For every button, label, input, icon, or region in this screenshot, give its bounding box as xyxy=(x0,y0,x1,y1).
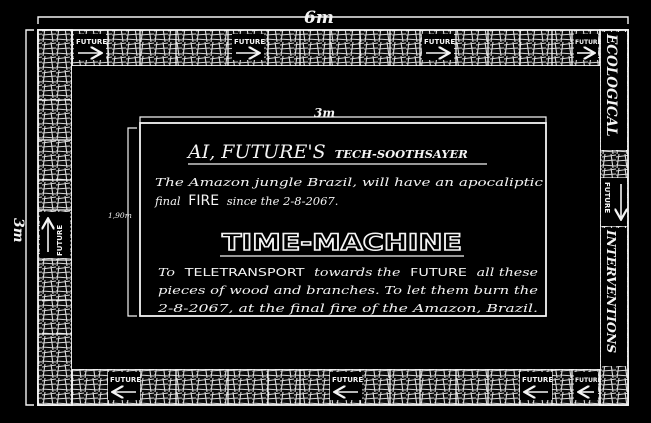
top-future-label-2: FUTURE xyxy=(234,38,265,46)
panel-line-1: The Amazon jungle Brazil, will have an a… xyxy=(155,175,544,189)
bottom-future-label-2: FUTURE xyxy=(332,376,363,384)
right-future-label: FUTURE xyxy=(603,182,611,213)
overall-height-dimension xyxy=(25,29,34,406)
top-future-label-3: FUTURE xyxy=(424,38,455,46)
bottom-path-label-3: FUTURE xyxy=(520,372,553,400)
panel-width-dimension xyxy=(139,116,547,123)
left-path-label: FUTURE xyxy=(40,212,70,258)
top-future-label-1: FUTURE xyxy=(76,38,107,46)
bottom-path-label-4: FUTURE xyxy=(574,372,602,400)
top-path-label-2: FUTURE xyxy=(232,34,265,60)
panel-line-5: 2-8-2067, at the final fire of the Amazo… xyxy=(157,302,538,315)
panel-heading: AI, FUTURE'S TECH-SOOTHSAYER xyxy=(186,141,468,163)
panel-line-4: pieces of wood and branches. To let them… xyxy=(158,284,539,297)
bottom-future-label-4: FUTURE xyxy=(575,377,602,384)
panel-line-3: To TELETRANSPORT towards the FUTURE all … xyxy=(158,266,539,279)
top-path-label-4: FUTURE xyxy=(574,34,602,60)
overall-width-dimension xyxy=(37,16,629,24)
interventions-label: INTERVENTIONS xyxy=(604,229,619,353)
right-path-label: FUTURE xyxy=(601,178,627,226)
left-future-label: FUTURE xyxy=(56,225,64,256)
time-machine-title: TIME-MACHINE xyxy=(222,231,462,256)
ecological-label: ECOLOGICAL xyxy=(603,33,619,137)
panel-height-label: 1,90m xyxy=(108,211,132,220)
top-future-label-4: FUTURE xyxy=(575,39,602,46)
top-path-label-1: FUTURE xyxy=(74,34,107,60)
panel-width-label: 3m xyxy=(314,106,335,120)
bottom-path-label-2: FUTURE xyxy=(330,372,363,400)
top-path-label-3: FUTURE xyxy=(422,34,455,60)
bottom-future-label-3: FUTURE xyxy=(522,376,553,384)
panel-height-dimension xyxy=(127,127,137,317)
central-panel xyxy=(139,122,547,317)
overall-width-label: 6m xyxy=(304,8,334,28)
bottom-path-label-1: FUTURE xyxy=(108,372,141,400)
bottom-future-label-1: FUTURE xyxy=(110,376,141,384)
panel-line-2: final FIRE since the 2-8-2067. xyxy=(154,193,338,209)
overall-height-label: 3m xyxy=(10,218,26,243)
